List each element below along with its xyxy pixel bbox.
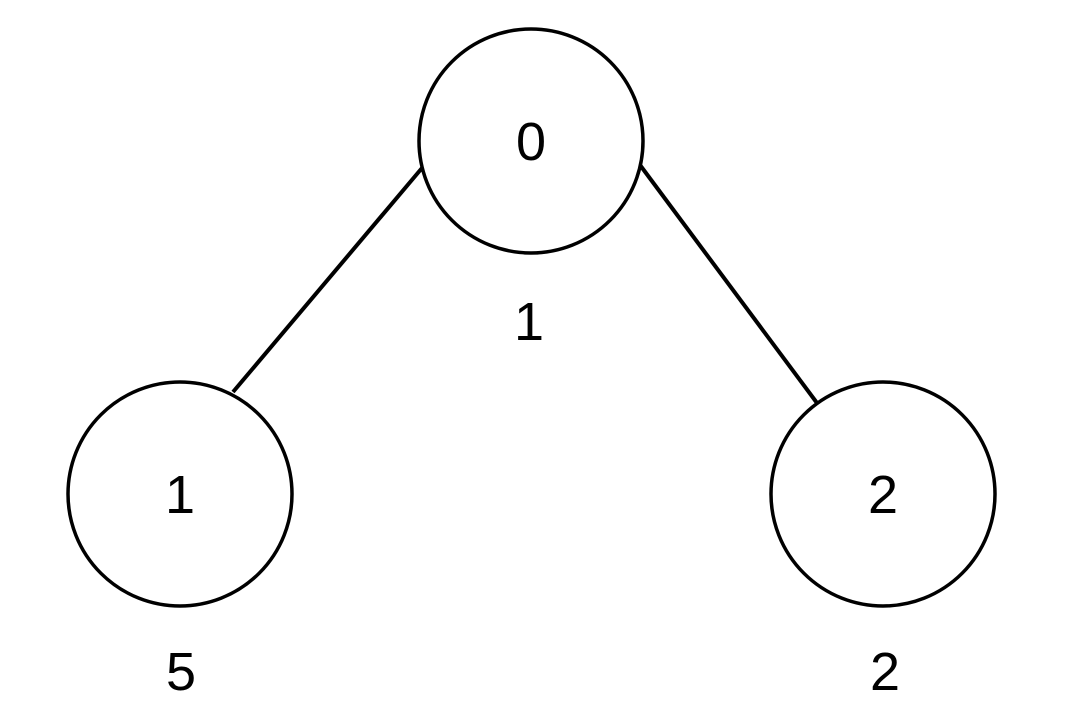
node-value-1: 5 [166, 642, 196, 702]
node-label-2: 2 [868, 465, 898, 525]
node-value-0: 1 [514, 292, 544, 352]
node-circle-2 [769, 380, 997, 608]
node-label-1: 1 [165, 465, 195, 525]
node-value-2: 2 [870, 642, 900, 702]
node-circle-0 [417, 27, 645, 255]
node-circle-1 [66, 380, 294, 608]
edge-0-2 [638, 163, 819, 405]
edge-0-1 [231, 166, 424, 394]
node-label-0: 0 [516, 112, 546, 172]
